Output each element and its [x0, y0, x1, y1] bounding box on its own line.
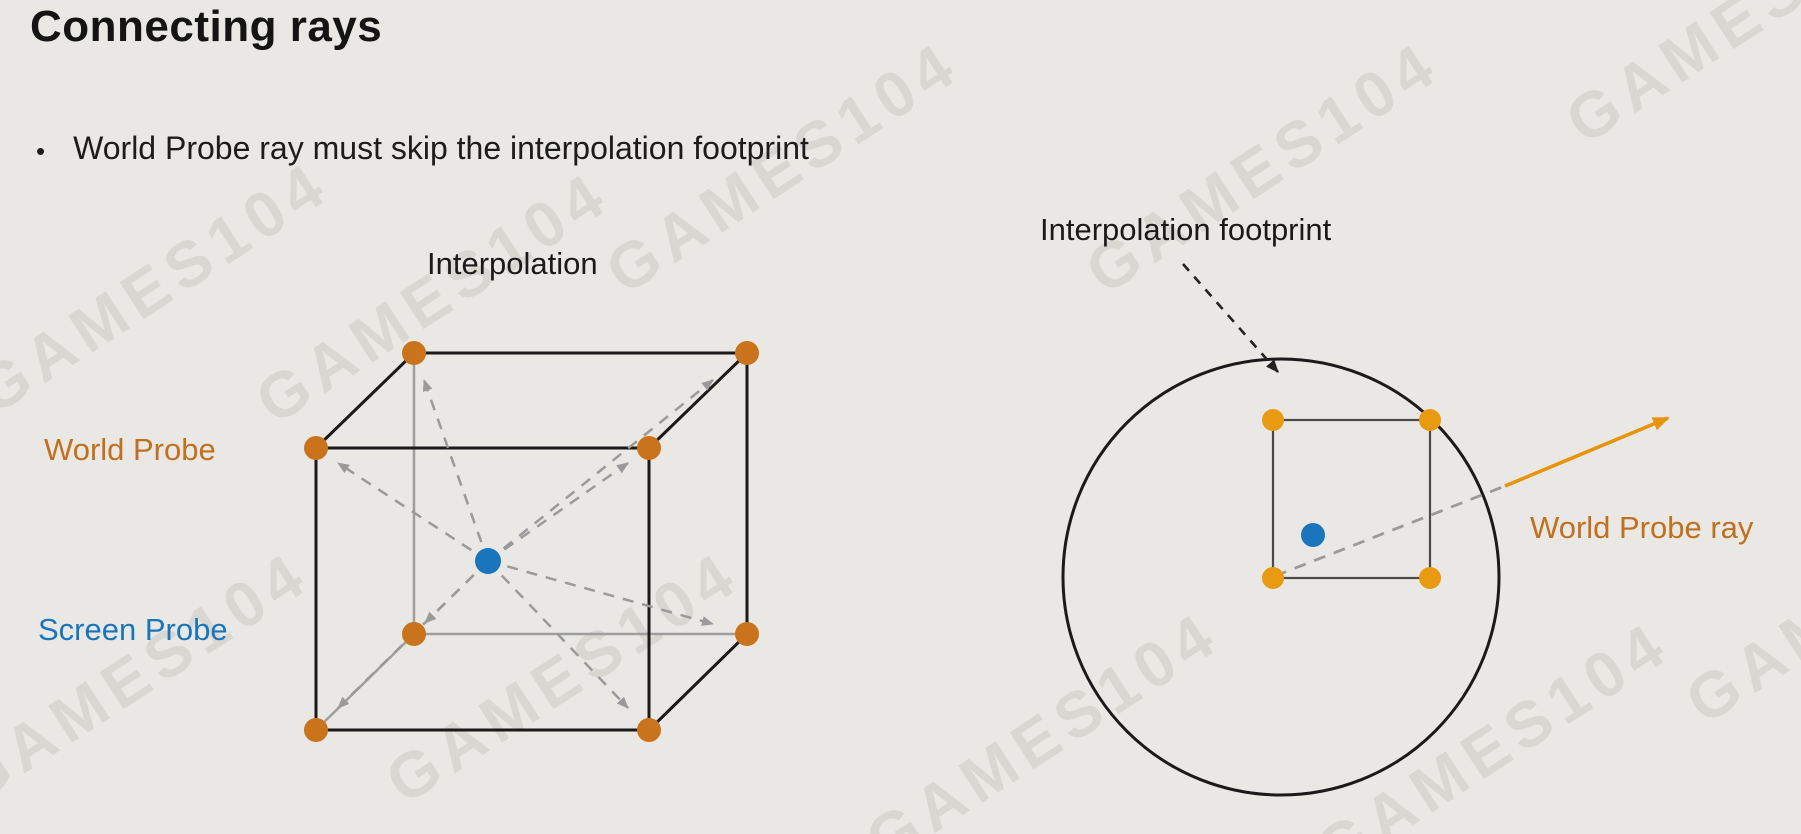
interpolation-arrow — [337, 461, 489, 563]
footprint-square — [1271, 418, 1432, 580]
cube-edge — [314, 351, 416, 450]
screen-probe-label: Screen Probe — [38, 612, 228, 647]
world-probe-dot — [637, 718, 661, 742]
world-probe-dot — [735, 341, 759, 365]
world-probe-ray-arrow — [1504, 416, 1670, 488]
bullet-marker: • — [36, 136, 46, 166]
interpolation-arrow — [487, 379, 714, 562]
world-probe-dot — [637, 436, 661, 460]
footprint-pointer-arrow — [1182, 263, 1279, 373]
screen-probe-dot — [1301, 523, 1325, 547]
bullet-item: • World Probe ray must skip the interpol… — [36, 130, 809, 167]
world-probe-dot — [402, 341, 426, 365]
world-probe-ray-label: World Probe ray — [1530, 510, 1754, 545]
world-probe-dot — [1262, 567, 1284, 589]
cube-edge — [647, 351, 749, 450]
interpolation-arrow — [487, 559, 714, 626]
world-probe-dot — [735, 622, 759, 646]
world-probe-dot — [402, 622, 426, 646]
cube-edge — [647, 632, 749, 732]
interpolation-label: Interpolation — [427, 246, 598, 281]
slide-title: Connecting rays — [30, 2, 383, 51]
world-probe-dot — [304, 436, 328, 460]
world-probe-dot — [1419, 567, 1441, 589]
world-probe-dot — [1262, 409, 1284, 431]
interpolation-arrow — [422, 379, 490, 562]
interpolation-arrow — [487, 560, 629, 709]
interpolation-footprint-label: Interpolation footprint — [1040, 212, 1332, 247]
world-probe-label: World Probe — [44, 432, 216, 467]
bullet-text: World Probe ray must skip the interpolat… — [73, 130, 809, 166]
screen-probe-dot — [475, 548, 501, 574]
cube-diagram — [304, 341, 759, 742]
interpolation-arrow — [487, 461, 629, 563]
world-probe-dot — [1419, 409, 1441, 431]
footprint-diagram — [1061, 263, 1670, 797]
world-probe-dot — [304, 718, 328, 742]
footprint-circle — [1061, 357, 1501, 797]
